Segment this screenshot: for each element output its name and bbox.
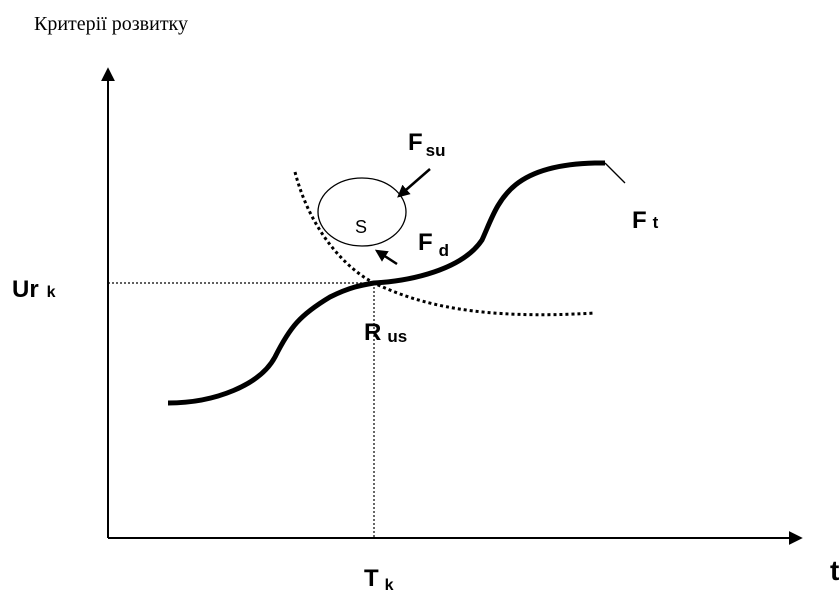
y-axis-title: Критерії розвитку [34,13,188,35]
t-axis-label: t [830,555,839,586]
s-ellipse [317,177,407,247]
fd-curve [293,171,596,317]
fd-arrow [374,249,398,266]
ft-curve [167,160,605,406]
fsu-arrow [397,168,431,198]
ft-tail-line [604,162,626,184]
s-label: S [355,217,367,237]
